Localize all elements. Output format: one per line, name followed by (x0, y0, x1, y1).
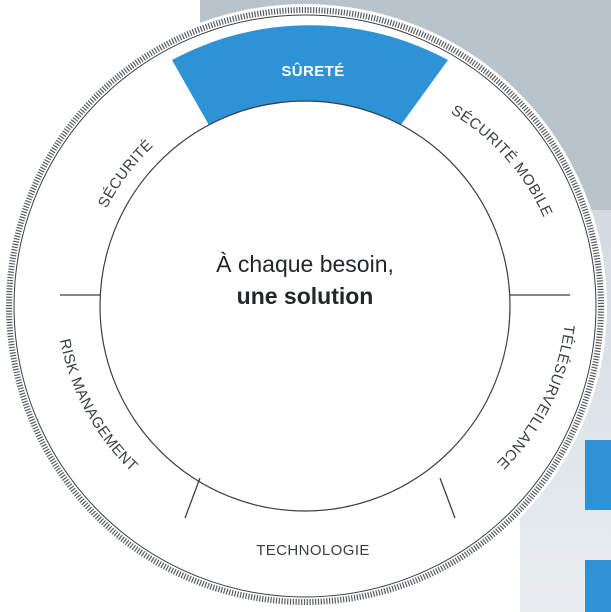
blue-block-bottom (585, 560, 611, 612)
center-tagline: À chaque besoin, une solution (150, 248, 460, 312)
divider-bottom-left (184, 477, 201, 519)
segment-surete[interactable]: SÛRETÉ (281, 62, 344, 80)
tagline-line-2: une solution (236, 283, 374, 309)
segment-technologie[interactable]: TECHNOLOGIE (256, 542, 370, 559)
segment-label-technologie: TECHNOLOGIE (256, 542, 370, 559)
segment-surete-active[interactable] (172, 25, 448, 133)
tagline-line-1: À chaque besoin, (216, 251, 394, 277)
divider-bottom-right (439, 477, 456, 519)
blue-block-top (585, 440, 611, 510)
inner-circle (99, 100, 511, 512)
outer-hatched-ring (6, 7, 604, 605)
segment-label-surete: SÛRETÉ (281, 62, 344, 80)
